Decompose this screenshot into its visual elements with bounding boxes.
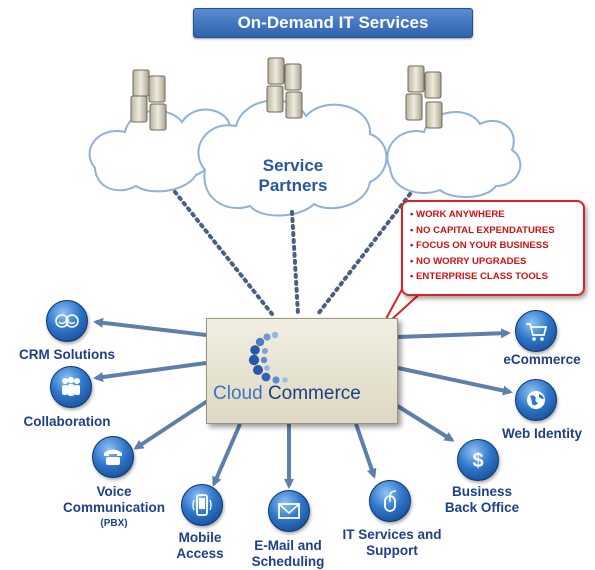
brand-cloud-text: Cloud: [213, 383, 263, 404]
dollar-sign-icon: $: [457, 439, 499, 481]
it-label-line2: Support: [366, 543, 418, 558]
computer-mouse-icon: [369, 480, 411, 522]
mobile-label-line1: Mobile: [178, 530, 222, 545]
server-stack-right: [405, 65, 443, 129]
shopping-cart-icon: [515, 310, 557, 352]
page-title: On-Demand IT Services: [237, 13, 429, 32]
telephone-icon: [92, 436, 134, 478]
email-label-line1: E-Mail and: [254, 538, 322, 553]
server-stack-center: [266, 57, 303, 119]
benefit-item: FOCUS ON YOUR BUSINESS: [410, 238, 583, 254]
brand-commerce-text: Commerce: [267, 383, 361, 404]
crm-solutions-label: CRM Solutions: [19, 347, 115, 362]
people-group-icon: [50, 366, 92, 408]
email-scheduling-label: E-Mail and Scheduling: [238, 538, 338, 570]
cloud-commerce-logo: [248, 331, 288, 384]
server-stack-left: [130, 69, 167, 131]
voice-label-line1: Voice: [96, 484, 132, 499]
business-label-line1: Business: [451, 484, 513, 499]
dotted-links: [173, 190, 412, 316]
benefit-item: NO WORRY UPGRADES: [410, 254, 583, 270]
it-services-label: IT Services and Support: [334, 527, 450, 559]
benefit-item: ENTERPRISE CLASS TOOLS: [410, 269, 583, 285]
mobile-phone-icon: [181, 484, 223, 526]
service-partners-cloud: [88, 99, 522, 217]
benefit-item: NO CAPITAL EXPENDATURES: [410, 223, 583, 239]
business-back-office-label: Business Back Office: [432, 484, 532, 516]
svg-text:$: $: [472, 450, 483, 472]
benefit-item: WORK ANYWHERE: [410, 207, 583, 223]
ecommerce-label: eCommerce: [503, 352, 581, 367]
brand-name: Cloud Commerce: [213, 383, 361, 405]
voice-communication-label: Voice Communication (PBX): [62, 484, 166, 532]
service-arrows: [93, 317, 513, 489]
envelope-icon: [268, 490, 310, 532]
smiley-faces-icon: [46, 300, 88, 342]
collaboration-label: Collaboration: [23, 414, 111, 429]
mobile-label-line2: Access: [176, 546, 224, 561]
mobile-access-label: Mobile Access: [160, 530, 240, 562]
web-identity-label: Web Identity: [501, 426, 582, 441]
globe-icon: [515, 379, 557, 421]
voice-label-sub: (PBX): [100, 518, 128, 529]
business-label-line2: Back Office: [444, 500, 520, 515]
page-title-banner: On-Demand IT Services: [193, 8, 473, 38]
benefits-callout: WORK ANYWHERE NO CAPITAL EXPENDATURES FO…: [401, 200, 585, 296]
service-partners-label: Service Partners: [258, 156, 328, 195]
voice-label-line2: Communication: [62, 500, 165, 515]
email-label-line2: Scheduling: [251, 554, 325, 569]
it-label-line1: IT Services and: [342, 527, 442, 542]
cloud-commerce-box: Cloud Commerce: [206, 318, 398, 424]
